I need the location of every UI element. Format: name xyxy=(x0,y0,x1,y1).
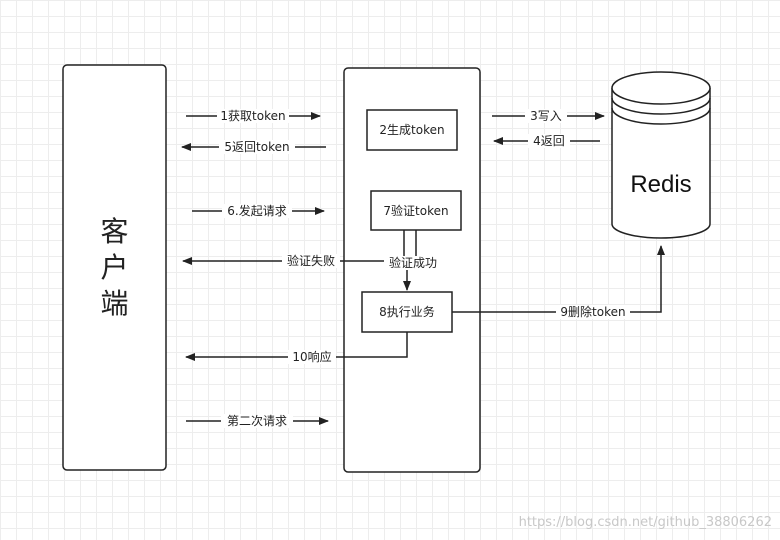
verify-success-label: 验证成功 xyxy=(389,255,437,270)
delete-token-arrow xyxy=(452,245,665,313)
return-label: 4返回 xyxy=(533,134,565,148)
client-label-char-2: 户 xyxy=(100,251,128,284)
write-label: 3写入 xyxy=(530,109,562,123)
generate-token-label: 2生成token xyxy=(379,123,444,137)
redis-label: Redis xyxy=(630,171,691,198)
response-label: 10响应 xyxy=(292,349,331,364)
execute-business-label: 8执行业务 xyxy=(379,304,435,319)
client-label-char-1: 客 xyxy=(100,215,128,248)
second-request-label: 第二次请求 xyxy=(227,414,287,428)
response-arrow xyxy=(185,332,408,361)
client-label-char-3: 端 xyxy=(100,287,128,320)
send-request-label: 6.发起请求 xyxy=(227,203,286,218)
return-token-label: 5返回token xyxy=(224,140,289,154)
verify-token-label: 7验证token xyxy=(383,203,448,218)
redis-cylinder xyxy=(611,71,711,239)
delete-token-label: 9删除token xyxy=(560,304,625,319)
client-box xyxy=(62,64,167,471)
verify-failed-label: 验证失败 xyxy=(287,253,335,268)
watermark: https://blog.csdn.net/github_38806262 xyxy=(519,515,772,530)
verify-token-box xyxy=(370,190,462,231)
get-token-label: 1获取token xyxy=(220,109,285,123)
generate-token-box xyxy=(366,109,458,151)
